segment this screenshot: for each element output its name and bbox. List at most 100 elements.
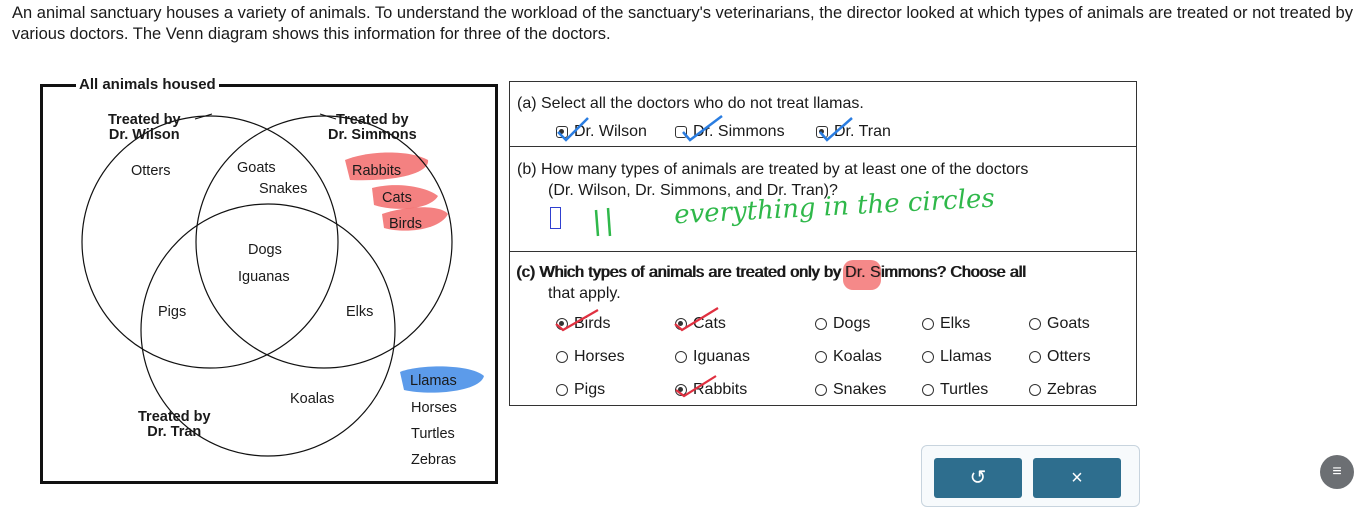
option-rabbits[interactable]: Rabbits bbox=[675, 381, 747, 399]
highlight-rabbits bbox=[345, 152, 429, 181]
option-label: Dr. Wilson bbox=[574, 123, 647, 140]
option-otters[interactable]: Otters bbox=[1029, 348, 1091, 366]
checkbox-elks[interactable] bbox=[922, 318, 934, 330]
animal-pigs: Pigs bbox=[158, 304, 187, 320]
checkbox-birds[interactable] bbox=[556, 318, 568, 330]
question-a-panel: (a) Select all the doctors who do not tr… bbox=[509, 81, 1137, 147]
checkbox-horses[interactable] bbox=[556, 351, 568, 363]
option-pigs[interactable]: Pigs bbox=[556, 381, 605, 399]
option-label: Turtles bbox=[940, 381, 989, 398]
option-horses[interactable]: Horses bbox=[556, 348, 625, 366]
option-dr-simmons[interactable]: Dr. Simmons bbox=[675, 123, 785, 141]
checkbox-rabbits[interactable] bbox=[675, 384, 687, 396]
checkbox-pigs[interactable] bbox=[556, 384, 568, 396]
answer-input[interactable] bbox=[550, 207, 561, 229]
venn-frame bbox=[40, 84, 498, 484]
checkbox-dr-tran[interactable] bbox=[816, 126, 828, 138]
option-label: Snakes bbox=[833, 381, 887, 398]
option-llamas[interactable]: Llamas bbox=[922, 348, 992, 366]
option-label: Dr. Tran bbox=[834, 123, 891, 140]
option-koalas[interactable]: Koalas bbox=[815, 348, 882, 366]
question-c-text-2: that apply. bbox=[548, 285, 621, 302]
option-label: Pigs bbox=[574, 381, 606, 398]
animal-dogs: Dogs bbox=[248, 242, 282, 258]
option-dr-wilson[interactable]: Dr. Wilson bbox=[556, 123, 647, 141]
animal-zebras: Zebras bbox=[411, 452, 457, 468]
checkbox-zebras[interactable] bbox=[1029, 384, 1041, 396]
animal-elks: Elks bbox=[346, 304, 374, 320]
option-label: Horses bbox=[574, 348, 625, 365]
option-label: Cats bbox=[693, 315, 726, 332]
option-cats[interactable]: Cats bbox=[675, 315, 726, 333]
option-label: Dogs bbox=[833, 315, 871, 332]
animal-cats: Cats bbox=[382, 190, 412, 206]
question-c-text-1: (c) Which types of animals are treated o… bbox=[517, 264, 1027, 281]
checkbox-dogs[interactable] bbox=[815, 318, 827, 330]
checkbox-dr-wilson[interactable] bbox=[556, 126, 568, 138]
checkbox-dr-simmons[interactable] bbox=[675, 126, 687, 138]
helper-button[interactable]: ≡ bbox=[1320, 455, 1354, 489]
option-goats[interactable]: Goats bbox=[1029, 315, 1090, 333]
checkbox-turtles[interactable] bbox=[922, 384, 934, 396]
animal-goats: Goats bbox=[237, 160, 276, 176]
venn-frame-title: All animals housed bbox=[76, 76, 219, 93]
checkbox-llamas[interactable] bbox=[922, 351, 934, 363]
checkbox-cats[interactable] bbox=[675, 318, 687, 330]
option-label: Otters bbox=[1047, 348, 1091, 365]
clear-button[interactable]: × bbox=[1033, 458, 1121, 498]
highlight-birds bbox=[382, 207, 448, 231]
highlight-llamas bbox=[400, 366, 484, 393]
checkbox-snakes[interactable] bbox=[815, 384, 827, 396]
circle-simmons bbox=[195, 115, 453, 369]
animal-koalas: Koalas bbox=[290, 391, 335, 407]
animal-rabbits: Rabbits bbox=[352, 163, 402, 179]
option-snakes[interactable]: Snakes bbox=[815, 381, 886, 399]
option-label: Goats bbox=[1047, 315, 1090, 332]
option-zebras[interactable]: Zebras bbox=[1029, 381, 1097, 399]
close-icon: × bbox=[1071, 467, 1083, 489]
venn-circles bbox=[81, 113, 484, 457]
option-elks[interactable]: Elks bbox=[922, 315, 970, 333]
question-b-text-2: (Dr. Wilson, Dr. Simmons, and Dr. Tran)? bbox=[548, 182, 838, 199]
option-label: Koalas bbox=[833, 348, 882, 365]
animal-iguanas: Iguanas bbox=[238, 269, 290, 285]
checkbox-iguanas[interactable] bbox=[675, 351, 687, 363]
option-label: Rabbits bbox=[693, 381, 748, 398]
action-bar: ↺ × bbox=[921, 445, 1140, 507]
option-label: Dr. Simmons bbox=[693, 123, 785, 140]
animal-llamas: Llamas bbox=[410, 373, 457, 389]
animal-turtles: Turtles bbox=[411, 426, 455, 442]
option-dr-tran[interactable]: Dr. Tran bbox=[816, 123, 891, 141]
option-label: Zebras bbox=[1047, 381, 1097, 398]
checkbox-koalas[interactable] bbox=[815, 351, 827, 363]
option-dogs[interactable]: Dogs bbox=[815, 315, 870, 333]
option-label: Birds bbox=[574, 315, 611, 332]
circle-wilson bbox=[81, 115, 339, 369]
animal-otters: Otters bbox=[131, 163, 171, 179]
animal-snakes: Snakes bbox=[259, 181, 308, 197]
option-label: Llamas bbox=[940, 348, 992, 365]
animal-horses: Horses bbox=[411, 400, 457, 416]
option-iguanas[interactable]: Iguanas bbox=[675, 348, 750, 366]
highlight-only bbox=[843, 260, 881, 290]
question-c-panel: (c) Which types of animals are treated o… bbox=[509, 251, 1137, 406]
option-label: Iguanas bbox=[693, 348, 750, 365]
question-b-text-1: (b) How many types of animals are treate… bbox=[517, 161, 1029, 178]
list-icon: ≡ bbox=[1332, 463, 1342, 480]
question-a-text: (a) Select all the doctors who do not tr… bbox=[517, 95, 864, 112]
question-c-text-overlay: (c) Which types of animals are treated o… bbox=[516, 264, 1026, 281]
intro-text: An animal sanctuary houses a variety of … bbox=[12, 4, 1353, 43]
undo-icon: ↺ bbox=[969, 467, 987, 489]
option-birds[interactable]: Birds bbox=[556, 315, 610, 333]
option-label: Elks bbox=[940, 315, 971, 332]
undo-button[interactable]: ↺ bbox=[934, 458, 1022, 498]
option-turtles[interactable]: Turtles bbox=[922, 381, 988, 399]
checkbox-otters[interactable] bbox=[1029, 351, 1041, 363]
animal-birds: Birds bbox=[389, 216, 423, 232]
circle-tran bbox=[140, 203, 396, 457]
checkbox-goats[interactable] bbox=[1029, 318, 1041, 330]
